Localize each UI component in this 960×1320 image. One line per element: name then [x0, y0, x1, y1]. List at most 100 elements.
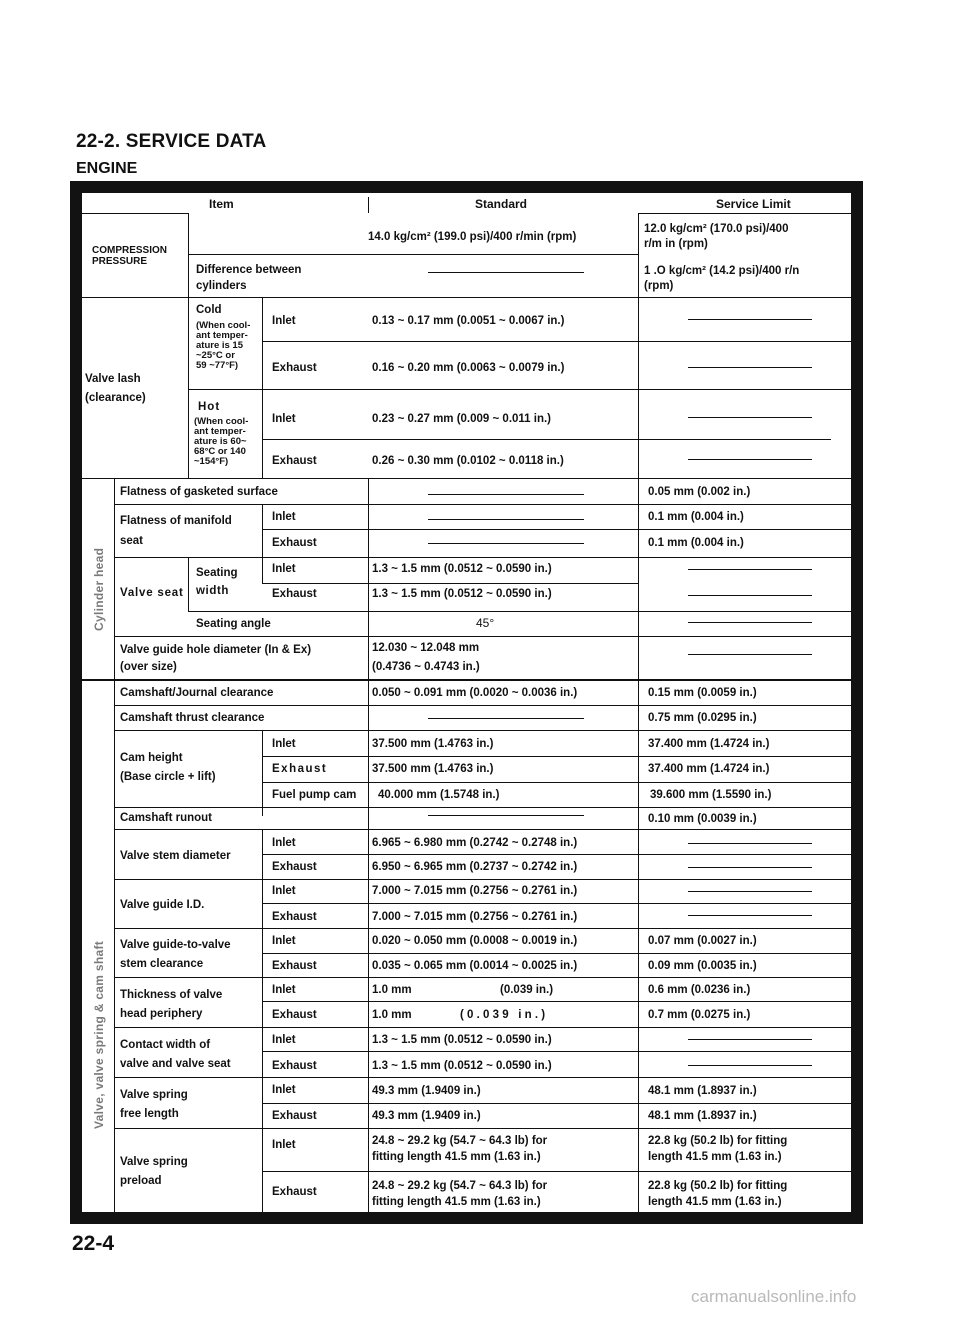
head-periphery-exhaust-standard: 1.0 mm: [372, 1009, 412, 1021]
guide-id-inlet-standard: 7.000 ~ 7.015 mm (0.2756 ~ 0.2761 in.): [372, 885, 578, 897]
grid-line: [262, 953, 851, 954]
grid-line: [114, 478, 115, 1212]
not-applicable-dash: [428, 815, 584, 816]
grid-line: [82, 679, 851, 681]
contact-width-label: valve and valve seat: [120, 1058, 231, 1070]
not-applicable-dash: [428, 543, 584, 544]
sub-label-exhaust: Exhaust: [272, 1060, 317, 1072]
guide-to-stem-inlet-standard: 0.020 ~ 0.050 mm (0.0008 ~ 0.0019 in.): [372, 935, 578, 947]
sub-label-exhaust: Exhaust: [272, 537, 317, 549]
sub-label-inlet: Inlet: [272, 511, 296, 523]
grid-line: [114, 705, 851, 706]
not-applicable-dash: [428, 494, 584, 495]
header-standard: Standard: [475, 197, 528, 211]
flatness-gasketed-limit: 0.05 mm (0.002 in.): [648, 486, 751, 498]
grid-line: [114, 1077, 851, 1078]
guide-id-label: Valve guide I.D.: [120, 899, 205, 911]
grid-line: [114, 557, 851, 558]
thrust-clearance-limit: 0.75 mm (0.0295 in.): [648, 712, 757, 724]
grid-line: [114, 879, 851, 880]
page-number: 22-4: [72, 1232, 115, 1255]
compression-limit: r/m in (rpm): [644, 238, 708, 250]
flatness-manifold-inlet-limit: 0.1 mm (0.004 in.): [648, 511, 744, 523]
not-applicable-dash: [688, 622, 812, 623]
guide-id-exhaust-standard: 7.000 ~ 7.015 mm (0.2756 ~ 0.2761 in.): [372, 911, 578, 923]
grid-line: [114, 1128, 851, 1129]
flatness-manifold-label: Flatness of manifold: [120, 515, 232, 527]
cam-height-inlet-limit: 37.400 mm (1.4724 in.): [648, 738, 770, 750]
gutter-label-cylinder-head: Cylinder head: [92, 547, 106, 631]
flatness-gasketed-label: Flatness of gasketed surface: [120, 486, 278, 498]
grid-line: [638, 213, 639, 1212]
journal-clearance-limit: 0.15 mm (0.0059 in.): [648, 687, 757, 699]
stem-diameter-inlet-standard: 6.965 ~ 6.980 mm (0.2742 ~ 0.2748 in.): [372, 837, 578, 849]
header-service-limit: Service Limit: [716, 197, 791, 211]
not-applicable-dash: [688, 569, 812, 570]
grid-line: [188, 611, 851, 612]
sub-label-fuel-pump-cam: Fuel pump cam: [272, 789, 357, 801]
section-title: ENGINE: [76, 160, 138, 177]
hot-note: (When cool-: [194, 416, 249, 427]
watermark: carmanualsonline.info: [691, 1287, 857, 1306]
head-periphery-label: head periphery: [120, 1008, 203, 1020]
flatness-manifold-exhaust-limit: 0.1 mm (0.004 in.): [648, 537, 744, 549]
guide-hole-standard: (0.4736 ~ 0.4743 in.): [372, 661, 480, 673]
grid-line: [114, 504, 851, 505]
not-applicable-dash: [688, 1039, 812, 1040]
sub-label-exhaust: Exhaust: [272, 861, 317, 873]
valve-lash-label: Valve lash: [85, 373, 141, 385]
grid-line: [114, 730, 851, 731]
grid-line: [188, 557, 189, 611]
guide-to-stem-label: stem clearance: [120, 958, 204, 970]
grid-line: [262, 854, 851, 855]
grid-line: [262, 1171, 851, 1172]
cam-height-label: (Base circle + lift): [120, 771, 216, 783]
grid-line: [262, 439, 831, 440]
grid-line: [114, 636, 851, 637]
grid-line: [262, 903, 851, 904]
cold-note: (When cool-: [196, 320, 251, 331]
sub-label-exhaust: Exhaust: [272, 1186, 317, 1198]
grid-line: [114, 807, 851, 808]
cold-exhaust-standard: 0.16 ~ 0.20 mm (0.0063 ~ 0.0079 in.): [372, 362, 565, 374]
spring-preload-label: Valve spring: [120, 1156, 188, 1168]
service-data-table-frame: Item Standard Service Limit COMPRESSION …: [70, 181, 863, 1224]
spring-preload-inlet-standard: 24.8 ~ 29.2 kg (54.7 ~ 64.3 lb) for: [372, 1135, 548, 1147]
difference-limit: (rpm): [644, 280, 674, 292]
not-applicable-dash: [688, 595, 812, 596]
grid-line: [262, 297, 263, 478]
cam-height-exhaust-limit: 37.400 mm (1.4724 in.): [648, 763, 770, 775]
grid-line: [262, 529, 851, 530]
spring-length-exhaust-limit: 48.1 mm (1.8937 in.): [648, 1110, 757, 1122]
cam-height-fuel-standard: 40.000 mm (1.5748 in.): [378, 789, 500, 801]
not-applicable-dash: [688, 843, 812, 844]
cam-height-label: Cam height: [120, 752, 183, 764]
compression-label: COMPRESSION: [92, 245, 168, 256]
guide-hole-label: (over size): [120, 661, 177, 673]
hot-note: ~154°F): [194, 456, 229, 467]
cam-height-inlet-standard: 37.500 mm (1.4763 in.): [372, 738, 494, 750]
grid-line: [262, 756, 851, 757]
spring-length-inlet-standard: 49.3 mm (1.9409 in.): [372, 1085, 481, 1097]
seating-angle-standard: 45°: [476, 616, 495, 630]
sub-label-inlet: Inlet: [272, 885, 296, 897]
grid-line: [262, 782, 851, 783]
sub-label-inlet: Inlet: [272, 984, 296, 996]
stem-diameter-label: Valve stem diameter: [120, 850, 231, 862]
journal-clearance-label: Camshaft/Journal clearance: [120, 687, 274, 699]
hot-inlet-standard: 0.23 ~ 0.27 mm (0.009 ~ 0.011 in.): [372, 413, 552, 425]
spring-preload-exhaust-limit: length 41.5 mm (1.63 in.): [648, 1196, 782, 1208]
compression-label: PRESSURE: [92, 256, 148, 267]
cold-note: ature is 15: [196, 340, 243, 351]
guide-to-stem-label: Valve guide-to-valve: [120, 939, 231, 951]
head-periphery-inlet-standard: (0.039 in.): [500, 984, 554, 996]
grid-line: [114, 1027, 851, 1028]
header-item: Item: [209, 197, 234, 211]
grid-line: [188, 389, 851, 390]
valve-lash-label: (clearance): [85, 392, 146, 404]
grid-line: [262, 341, 851, 342]
spring-preload-inlet-limit: length 41.5 mm (1.63 in.): [648, 1151, 782, 1163]
spring-length-label: Valve spring: [120, 1089, 188, 1101]
head-periphery-exhaust-standard: (0.039 in.): [460, 1009, 549, 1021]
seating-width-label: width: [196, 585, 230, 597]
